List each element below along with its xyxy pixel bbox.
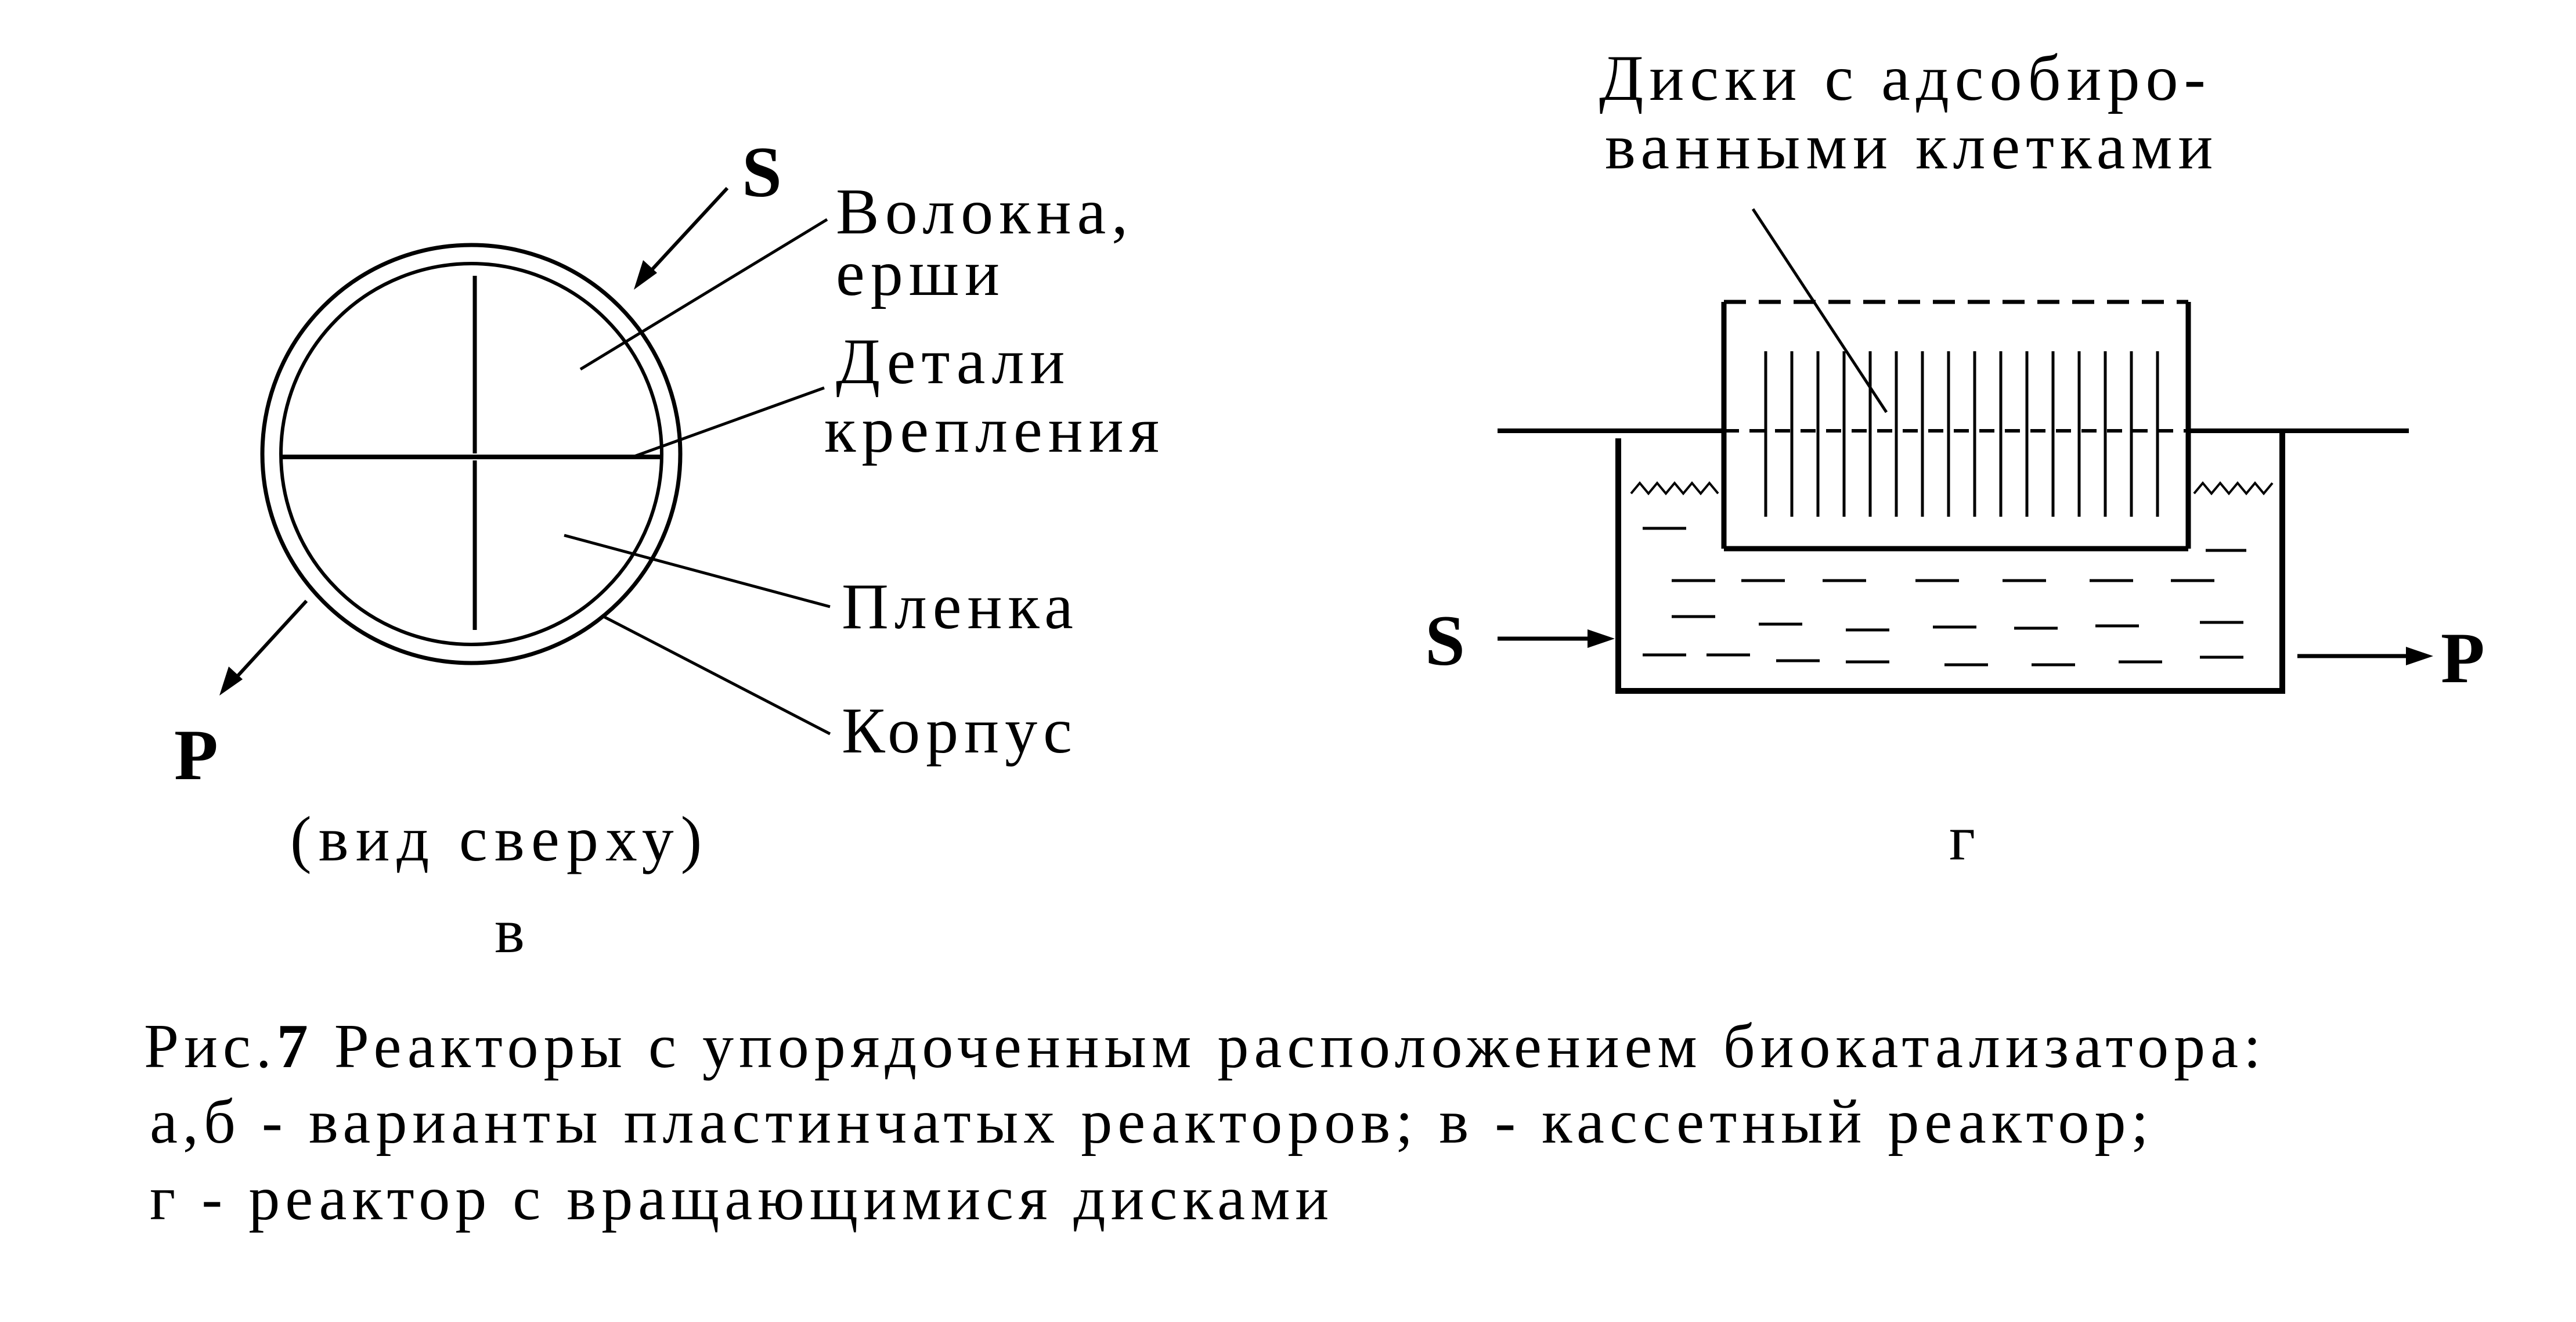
panel-letter-g: г bbox=[1949, 802, 1975, 873]
label-mount-line1: Детали bbox=[836, 326, 1070, 398]
outflow-arrow bbox=[228, 599, 308, 687]
caption-line1: Рис.7 Реакторы с упорядоченным расположе… bbox=[144, 1012, 2266, 1081]
panel-letter-v: в bbox=[495, 895, 525, 966]
label-p-cassette: P bbox=[174, 715, 218, 795]
tank-body bbox=[1615, 433, 2285, 694]
outflow-arrowhead bbox=[219, 667, 243, 696]
label-s-cassette: S bbox=[742, 132, 782, 212]
view-note: (вид сверху) bbox=[290, 804, 709, 874]
caption-number: 7 bbox=[277, 1012, 313, 1081]
label-p-disc: P bbox=[2441, 618, 2485, 698]
outflow-arrowhead-g bbox=[2406, 647, 2433, 665]
cassette-reactor-diagram: S P Волокна, ерши Детали крепления Пленк… bbox=[174, 132, 1165, 966]
caption-prefix: Рис. bbox=[144, 1012, 277, 1081]
label-housing: Корпус bbox=[842, 695, 1078, 767]
disc-stack bbox=[1764, 351, 2159, 517]
inflow-arrowhead bbox=[634, 260, 657, 290]
leader-discs bbox=[1751, 208, 1888, 413]
rotating-disc-reactor-diagram: S P Диски с адсобиро- ванными клетками г bbox=[1425, 42, 2485, 873]
leader-mount bbox=[632, 386, 825, 459]
label-fibers-line1: Волокна, bbox=[836, 176, 1134, 248]
caption-title: Реакторы с упорядоченным расположением б… bbox=[313, 1012, 2266, 1081]
label-discs-line2: ванными клетками bbox=[1605, 111, 2218, 183]
caption-line3: г - реактор с вращающимися дисками bbox=[150, 1164, 1334, 1233]
inflow-arrow bbox=[640, 186, 729, 282]
housing-outer-circle bbox=[260, 243, 683, 665]
label-discs-line1: Диски с адсобиро- bbox=[1599, 42, 2211, 114]
label-fibers-line2: ерши bbox=[836, 237, 1005, 309]
label-mount-line2: крепления bbox=[824, 394, 1165, 466]
liquid-body bbox=[1643, 527, 2246, 667]
label-s-disc: S bbox=[1425, 601, 1465, 680]
inflow-arrowhead-g bbox=[1588, 629, 1615, 648]
leader-housing bbox=[602, 615, 831, 736]
leader-fibers bbox=[579, 218, 828, 371]
caption-line2: а,б - варианты пластинчатых реакторов; в… bbox=[150, 1087, 2153, 1157]
liquid-surface-left bbox=[1630, 481, 1719, 496]
leader-film bbox=[564, 534, 831, 608]
label-film: Пленка bbox=[842, 571, 1079, 643]
housing-inner-circle bbox=[279, 262, 663, 646]
figure-caption: Рис.7 Реакторы с упорядоченным расположе… bbox=[144, 1012, 2266, 1233]
liquid-surface-right bbox=[2193, 481, 2274, 496]
